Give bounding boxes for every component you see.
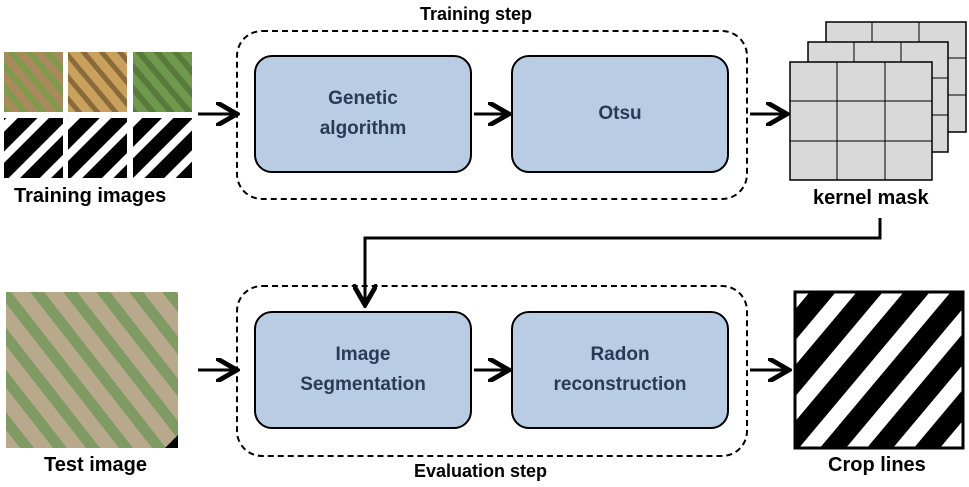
- kernel-mask-label: kernel mask: [813, 187, 929, 209]
- radon-reconstruction-label: Radon reconstruction: [553, 344, 687, 395]
- training-photo-3: [133, 52, 192, 112]
- test-image-label: Test image: [44, 454, 147, 476]
- test-image: [6, 292, 178, 448]
- training-photo-1: [4, 52, 63, 112]
- training-mask-1: [4, 118, 63, 178]
- training-mask-3: [133, 118, 192, 178]
- training-images-label: Training images: [14, 185, 167, 207]
- otsu-label: Otsu: [598, 103, 642, 124]
- genetic-algorithm-label: Genetic algorithm: [319, 88, 407, 139]
- arrow-kernel-to-eval: [365, 218, 882, 302]
- evaluation-step-group: [236, 285, 748, 457]
- training-images: [4, 52, 192, 178]
- otsu-box: Otsu: [511, 55, 729, 173]
- arrows: [198, 114, 882, 370]
- image-segmentation-box: Image Segmentation: [254, 311, 472, 429]
- kernel-mask-icon: [789, 21, 967, 181]
- training-photo-2: [68, 52, 127, 112]
- training-step-title: Training step: [420, 4, 533, 24]
- training-step-group: [236, 30, 748, 200]
- crop-lines-label: Crop lines: [828, 454, 926, 476]
- test-image-corner: [165, 435, 178, 448]
- crop-lines-image: [793, 290, 965, 450]
- image-segmentation-label: Image Segmentation: [300, 344, 426, 395]
- genetic-algorithm-box: Genetic algorithm: [254, 55, 472, 173]
- radon-reconstruction-box: Radon reconstruction: [511, 311, 729, 429]
- evaluation-step-title: Evaluation step: [414, 461, 548, 481]
- training-mask-2: [68, 118, 127, 178]
